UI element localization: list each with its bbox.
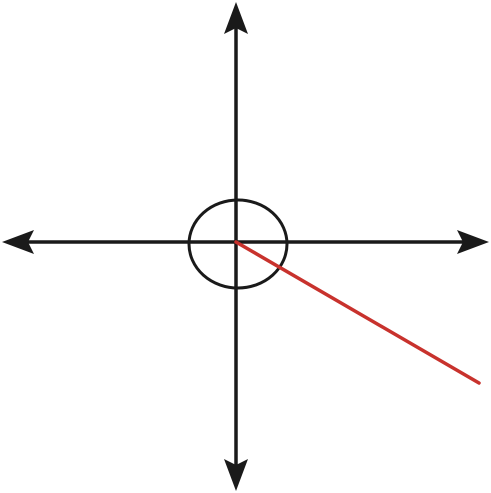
angle-arc: [187, 198, 289, 290]
y-axis-bottom-arrowhead: [224, 459, 248, 491]
x-axis: [2, 230, 489, 254]
terminal-ray: [234, 240, 481, 385]
y-axis: [224, 2, 248, 491]
x-axis-left-arrowhead: [2, 230, 34, 254]
x-axis-right-arrowhead: [457, 230, 489, 254]
y-axis-top-arrowhead: [224, 2, 248, 34]
